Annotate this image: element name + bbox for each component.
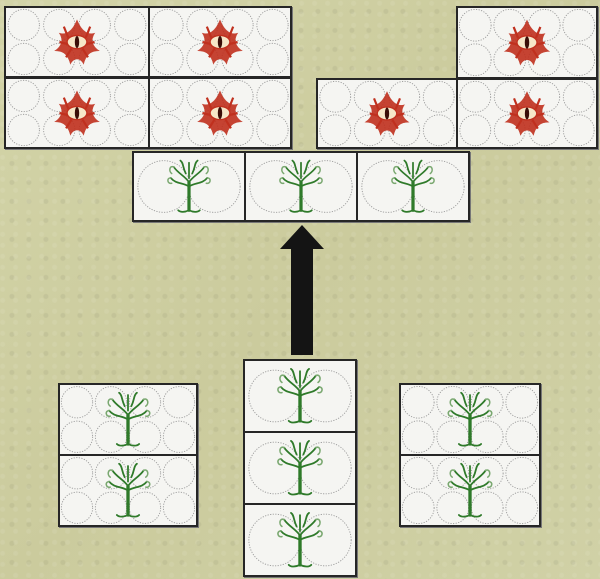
friendly-stand <box>356 151 470 222</box>
friendly-stand <box>58 454 198 527</box>
red-eye-emblem-icon <box>150 8 290 76</box>
red-eye-emblem-icon <box>6 8 148 76</box>
white-tree-emblem-icon <box>60 385 196 454</box>
white-tree-emblem-icon <box>401 456 539 525</box>
white-tree-emblem-icon <box>245 505 355 575</box>
red-eye-emblem-icon <box>458 8 596 77</box>
enemy-stand <box>4 77 150 149</box>
friendly-stand <box>132 151 246 222</box>
white-tree-emblem-icon <box>245 433 355 503</box>
enemy-stand <box>456 6 598 79</box>
red-eye-emblem-icon <box>150 79 290 147</box>
friendly-stand <box>243 431 357 505</box>
white-tree-emblem-icon <box>245 361 355 431</box>
friendly-stand <box>244 151 358 222</box>
move-up-arrow-icon <box>280 225 324 355</box>
red-eye-emblem-icon <box>318 80 456 147</box>
enemy-stand <box>148 77 292 149</box>
white-tree-emblem-icon <box>246 153 356 220</box>
friendly-stand <box>243 359 357 433</box>
friendly-stand <box>399 383 541 456</box>
white-tree-emblem-icon <box>401 385 539 454</box>
friendly-stand <box>399 454 541 527</box>
enemy-stand <box>456 78 598 149</box>
white-tree-emblem-icon <box>358 153 468 220</box>
white-tree-emblem-icon <box>134 153 244 220</box>
white-tree-emblem-icon <box>60 456 196 525</box>
friendly-stand <box>243 503 357 577</box>
red-eye-emblem-icon <box>458 80 596 147</box>
red-eye-emblem-icon <box>6 79 148 147</box>
enemy-stand <box>148 6 292 78</box>
enemy-stand <box>4 6 150 78</box>
friendly-stand <box>58 383 198 456</box>
enemy-stand <box>316 78 458 149</box>
